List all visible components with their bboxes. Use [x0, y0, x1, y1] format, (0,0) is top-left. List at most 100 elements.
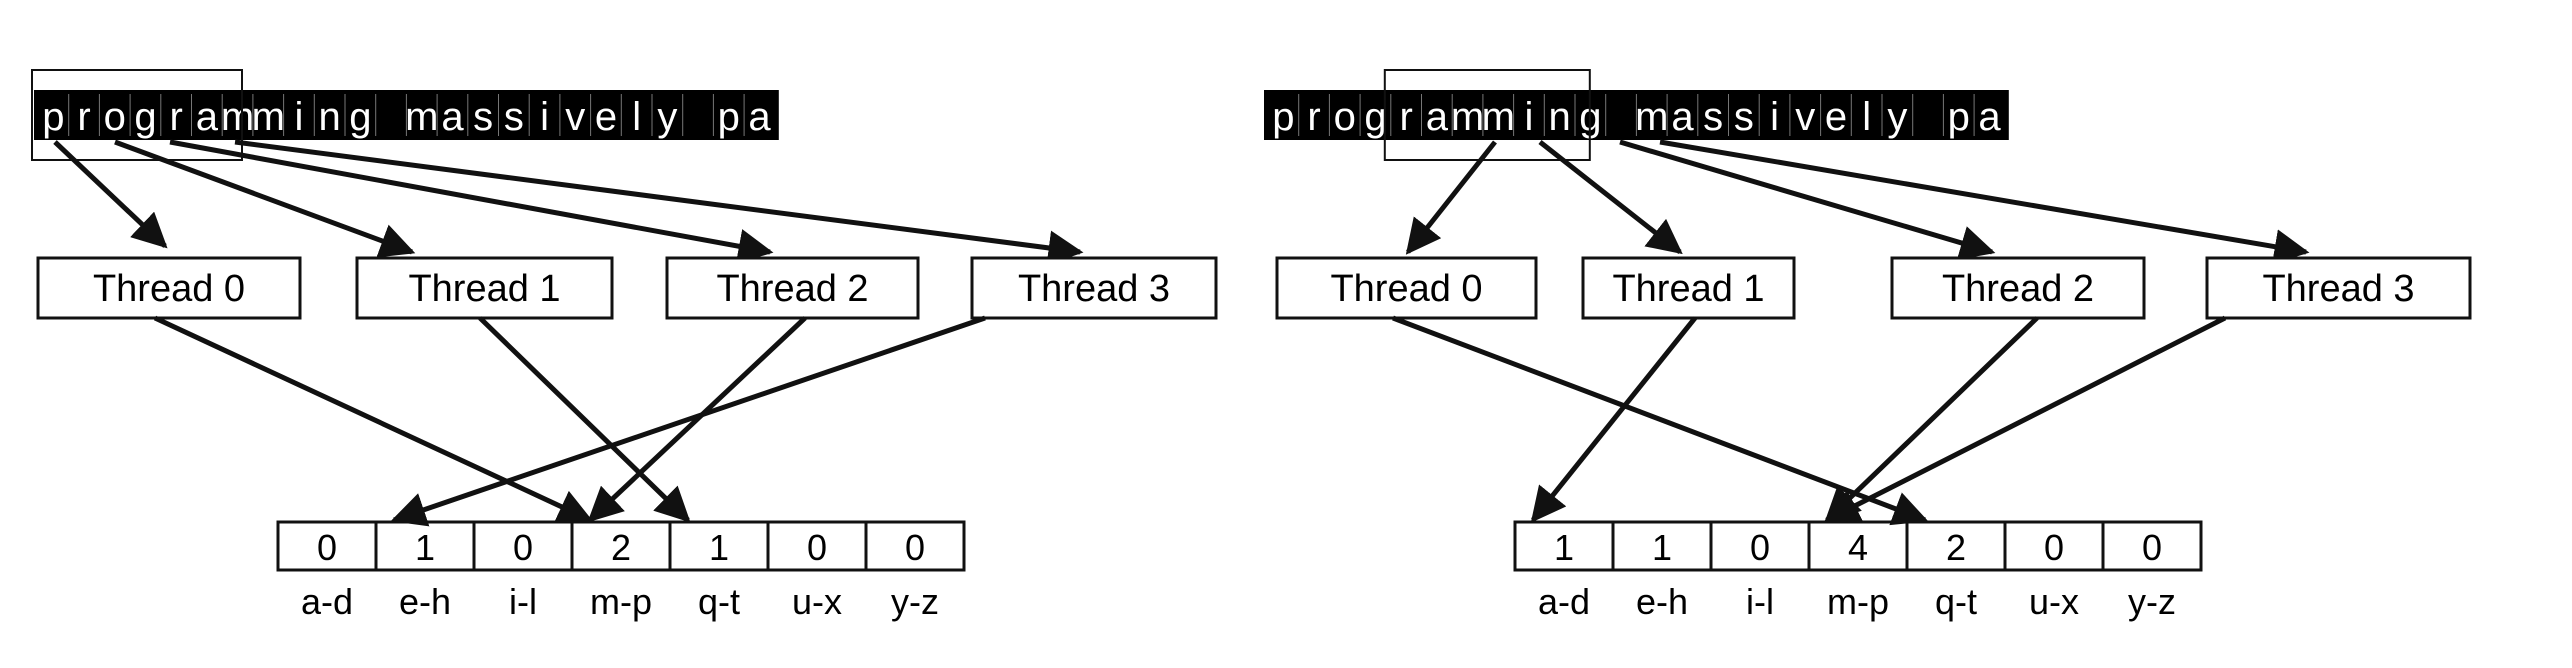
thread-to-bin-arrow [1824, 316, 2039, 523]
thread-label: Thread 1 [1612, 268, 1764, 310]
text-char: a [1426, 95, 1449, 139]
bin-label: u-x [2029, 581, 2079, 622]
histogram-value: 0 [905, 527, 925, 568]
thread-box [1275, 256, 1538, 320]
text-char: l [632, 95, 641, 139]
text-char: v [1795, 95, 1815, 139]
text-char: v [565, 95, 585, 139]
thread-box [665, 256, 920, 320]
text-char: a [441, 95, 464, 139]
histogram-value: 0 [2142, 527, 2162, 568]
thread-to-bin-arrow [478, 316, 691, 523]
histogram-value: 2 [611, 527, 631, 568]
thread-box [1581, 256, 1796, 320]
histogram-cell [1905, 520, 2007, 572]
text-char: g [349, 95, 371, 139]
bin-label: y-z [891, 581, 939, 622]
thread-label: Thread 0 [1330, 268, 1482, 310]
text-char: n [319, 95, 341, 139]
thread-to-bin-arrow [153, 315, 594, 523]
text-char: g [1364, 95, 1386, 139]
histogram-value: 4 [1848, 527, 1868, 568]
bin-label: e-h [1636, 581, 1688, 622]
bin-label: a-d [301, 581, 353, 622]
thread-to-bin-arrow [390, 315, 986, 527]
thread-box [2205, 256, 2472, 320]
histogram-cell [1611, 520, 1713, 572]
thread-label: Thread 3 [1018, 268, 1170, 310]
text-char: o [104, 95, 126, 139]
histogram-cell [1513, 520, 1615, 572]
char-to-thread-arrow [114, 139, 416, 258]
text-char: m [405, 95, 438, 139]
thread-label: Thread 1 [408, 268, 560, 310]
section-highlight [1383, 69, 1591, 161]
histogram-value: 0 [317, 527, 337, 568]
thread-to-bin-arrow [587, 316, 807, 523]
text-char: a [196, 95, 219, 139]
histogram-cell [2101, 520, 2203, 572]
thread-label: Thread 0 [93, 268, 245, 310]
text-char: s [473, 95, 493, 139]
histogram-cell [864, 520, 966, 572]
bin-label: e-h [399, 581, 451, 622]
text-char: p [718, 95, 740, 139]
text-char: r [169, 95, 182, 139]
thread-label: Thread 2 [716, 268, 868, 310]
histogram-cell [472, 520, 574, 572]
thread-to-bin-arrow [1823, 315, 2227, 523]
histogram-value: 1 [1554, 527, 1574, 568]
bin-label: i-l [509, 581, 537, 622]
thread-box [36, 256, 302, 320]
thread-label: Thread 3 [2262, 268, 2414, 310]
histogram-value: 2 [1946, 527, 1966, 568]
text-char: p [1948, 95, 1970, 139]
histogram-value: 1 [709, 527, 729, 568]
char-to-thread-arrow [1538, 140, 1683, 255]
text-char: r [1399, 95, 1412, 139]
bin-label: m-p [1827, 581, 1889, 622]
char-to-thread-arrow [234, 139, 1084, 266]
text-char: e [1825, 95, 1847, 139]
bin-label: m-p [590, 581, 652, 622]
histogram-cell [374, 520, 476, 572]
text-char: m [252, 95, 285, 139]
text-char: y [1887, 95, 1907, 139]
bin-label: i-l [1746, 581, 1774, 622]
text-char: y [657, 95, 677, 139]
text-char: i [1770, 95, 1779, 139]
text-char: r [77, 95, 90, 139]
text-char: p [1272, 95, 1294, 139]
bin-label: a-d [1538, 581, 1590, 622]
text-char: n [1549, 95, 1571, 139]
histogram-value: 1 [1652, 527, 1672, 568]
thread-box [1890, 256, 2146, 320]
text-char: a [748, 95, 771, 139]
text-char: a [1671, 95, 1694, 139]
text-char: s [1703, 95, 1723, 139]
bin-label: q-t [698, 581, 740, 622]
thread-box [970, 256, 1218, 320]
char-to-thread-arrow [1405, 140, 1497, 255]
bin-label: u-x [792, 581, 842, 622]
histogram-cell [766, 520, 868, 572]
histogram-cell [1709, 520, 1811, 572]
text-char: m [221, 95, 254, 139]
char-to-thread-arrow [1659, 139, 2310, 264]
char-to-thread-arrow [1619, 139, 1996, 260]
text-char: o [1334, 95, 1356, 139]
histogram-cell [668, 520, 770, 572]
text-char: i [540, 95, 549, 139]
histogram-value: 1 [415, 527, 435, 568]
histogram-value: 0 [2044, 527, 2064, 568]
text-char: m [1482, 95, 1515, 139]
text-char: s [1734, 95, 1754, 139]
histogram-value: 0 [807, 527, 827, 568]
text-char: i [1525, 95, 1534, 139]
text-char: i [295, 95, 304, 139]
histogram-value: 0 [1750, 527, 1770, 568]
char-to-thread-arrow [53, 140, 168, 249]
histogram-value: 0 [513, 527, 533, 568]
